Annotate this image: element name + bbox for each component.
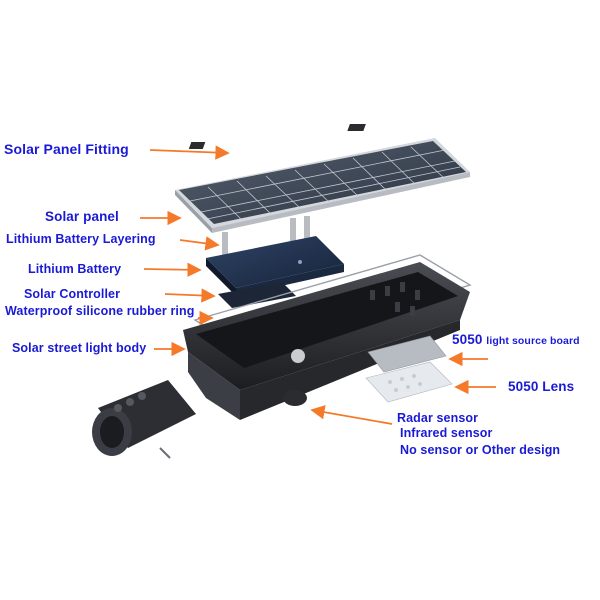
- label-lens: 5050 Lens: [508, 379, 575, 394]
- arrow-panel-fitting: [149, 145, 230, 160]
- label-radar-sensor: Radar sensor: [397, 411, 479, 425]
- arrow-solar-controller: [164, 288, 216, 303]
- arrow-battery-layering: [179, 236, 220, 251]
- label-solar-controller: Solar Controller: [24, 287, 121, 301]
- solar-panel-graphic: [175, 138, 470, 233]
- label-street-light-body: Solar street light body: [12, 341, 147, 355]
- lens-graphic: [365, 361, 453, 403]
- label-solar-panel: Solar panel: [45, 209, 119, 224]
- mounting-arm-graphic: [92, 380, 196, 459]
- label-light-source-board: 5050 light source board: [452, 332, 580, 347]
- label-infrared-sensor: Infrared sensor: [400, 426, 493, 440]
- arrow-sensor: [310, 405, 393, 425]
- panel-fitting-clips: [188, 124, 366, 149]
- label-light-source-text: light source board: [486, 335, 580, 347]
- solar-controller-graphic: [218, 282, 296, 308]
- label-lithium-battery-layering: Lithium Battery Layering: [6, 232, 156, 246]
- label-light-source-number: 5050: [452, 332, 483, 347]
- battery-layering-brackets: [222, 216, 310, 260]
- label-waterproof-ring: Waterproof silicone rubber ring: [5, 304, 195, 318]
- label-solar-panel-fitting: Solar Panel Fitting: [4, 141, 129, 157]
- callout-arrows: [140, 145, 496, 425]
- arrow-lithium-battery: [143, 262, 202, 277]
- light-source-board-graphic: [367, 335, 447, 373]
- label-lithium-battery: Lithium Battery: [28, 262, 122, 276]
- label-no-sensor: No sensor or Other design: [400, 443, 561, 457]
